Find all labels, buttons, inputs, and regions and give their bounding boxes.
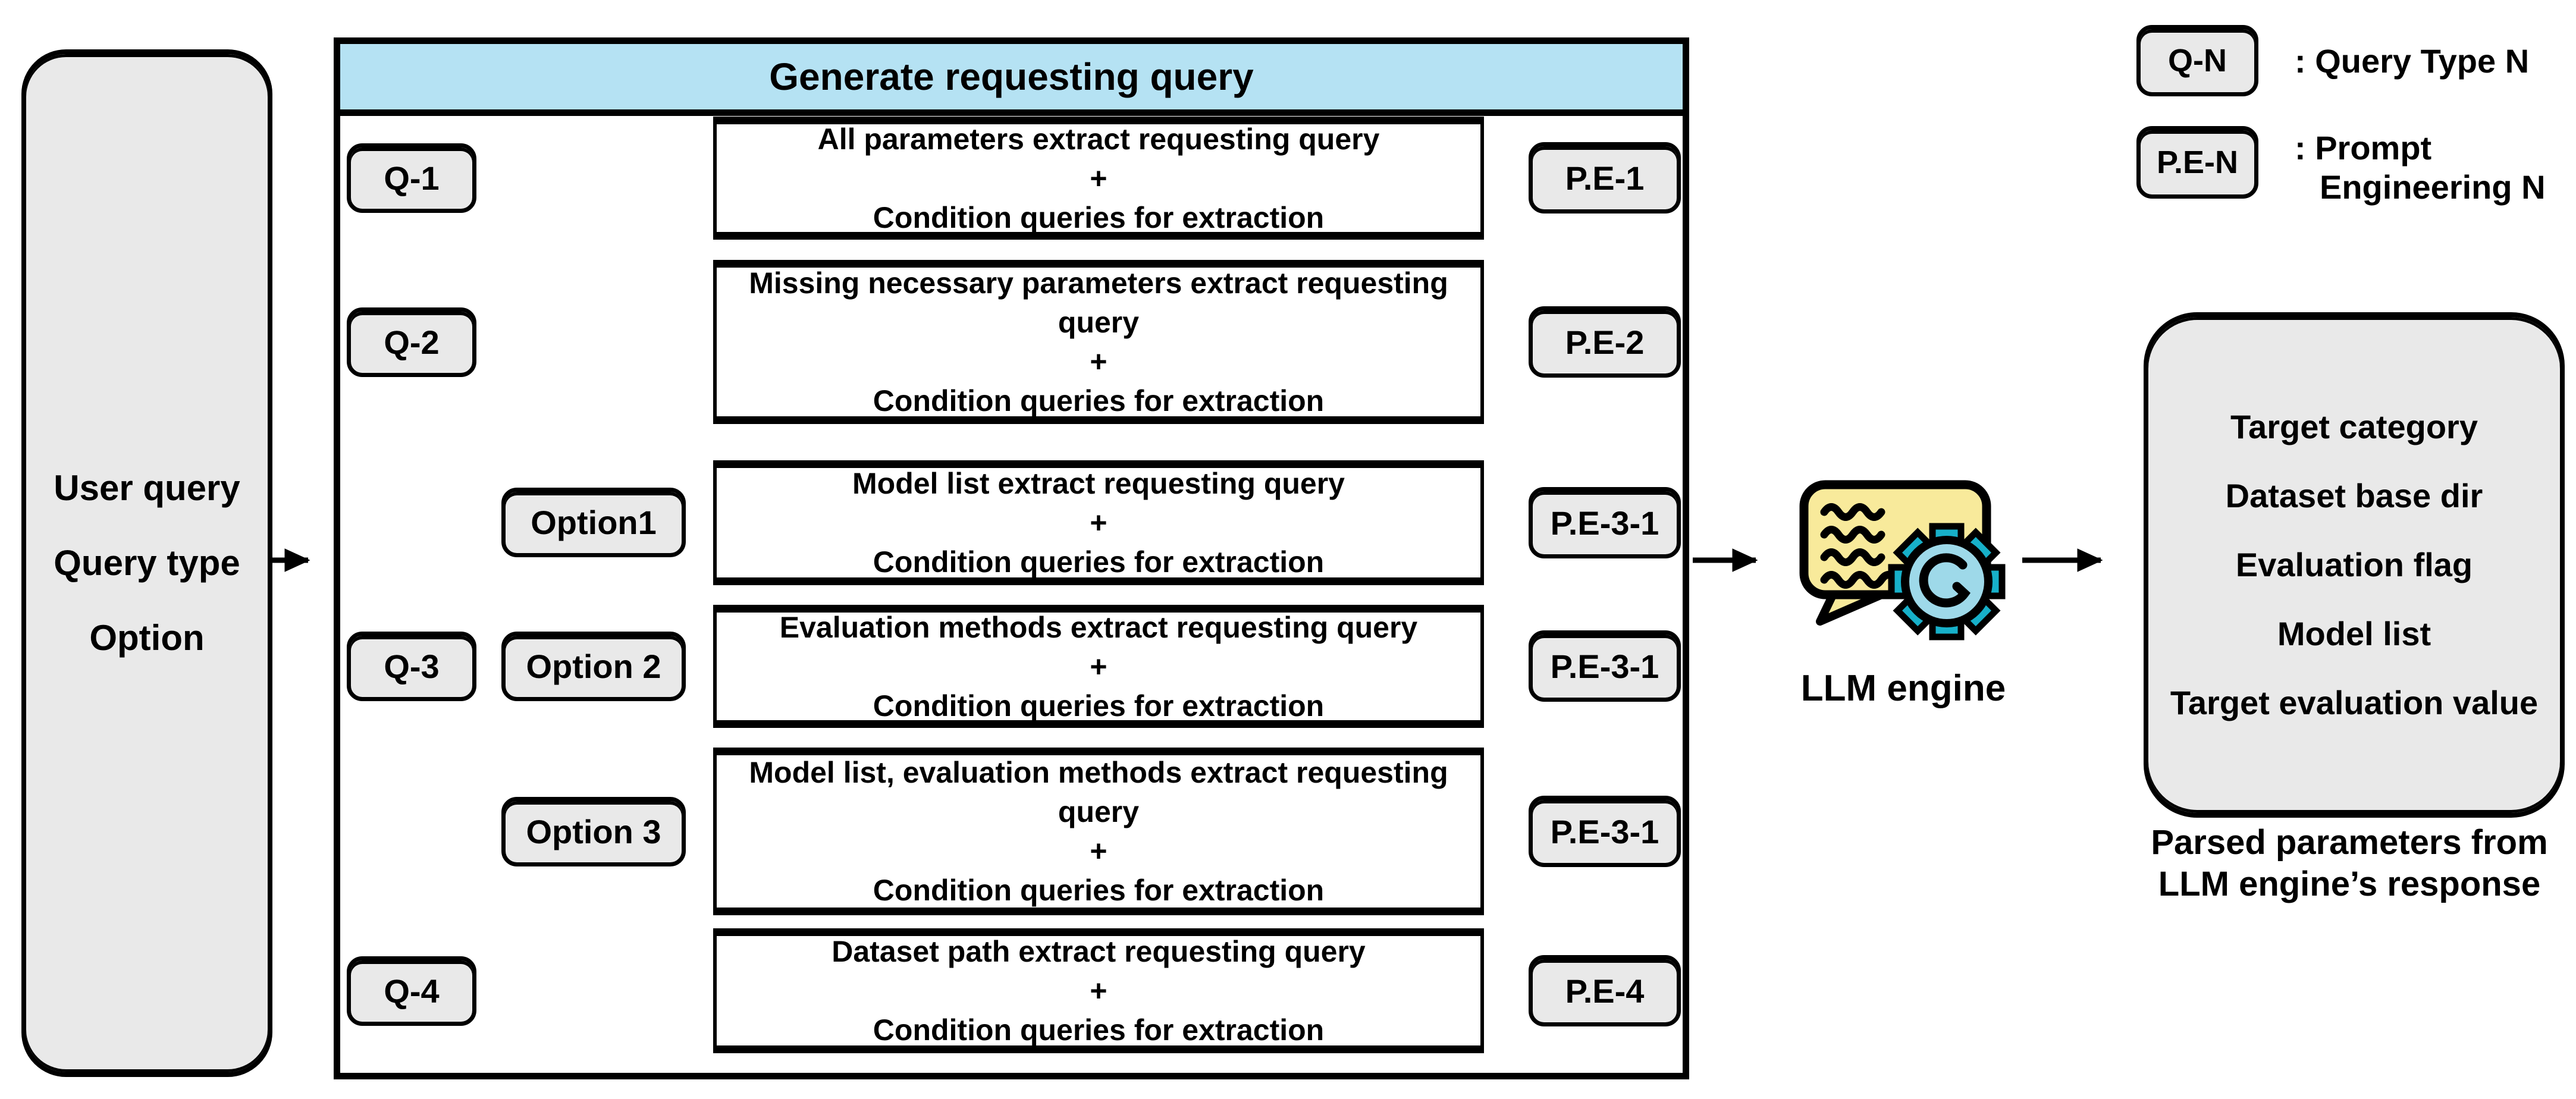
pe-badge-4: P.E-4	[1529, 955, 1681, 1026]
legend-pe-label: : Prompt Engineering N	[2295, 128, 2546, 207]
option-badge-1: Option1	[501, 488, 686, 557]
legend-q-label: : Query Type N	[2295, 42, 2530, 80]
prompt-line: +	[1090, 506, 1107, 539]
prompt-line: query	[1058, 795, 1140, 828]
pe-badge-2: P.E-2	[1529, 306, 1681, 378]
prompt-line: +	[1090, 834, 1107, 868]
pipeline-header: Generate requesting query	[340, 44, 1683, 116]
legend-pe-label-line2: Engineering N	[2320, 168, 2546, 206]
prompt-line: +	[1090, 161, 1107, 195]
query-badge-q1: Q-1	[347, 143, 476, 213]
query-badge-q4: Q-4	[347, 956, 476, 1026]
prompt-box-option1: Model list extract requesting query + Co…	[713, 460, 1484, 585]
input-item-query-type: Query type	[54, 543, 240, 583]
prompt-box-q4: Dataset path extract requesting query + …	[713, 928, 1484, 1053]
output-item-model-list: Model list	[2277, 615, 2431, 652]
gear-icon	[1888, 523, 2006, 640]
input-item-option: Option	[89, 618, 205, 658]
pe-badge-1: P.E-1	[1529, 142, 1681, 213]
prompt-line: Model list, evaluation methods extract r…	[749, 756, 1448, 789]
prompt-line: +	[1090, 974, 1107, 1007]
prompt-line: Evaluation methods extract requesting qu…	[779, 610, 1418, 644]
llm-engine-label: LLM engine	[1800, 668, 2006, 709]
pipeline-title: Generate requesting query	[769, 55, 1254, 98]
prompt-box-option2: Evaluation methods extract requesting qu…	[713, 605, 1484, 728]
output-caption: Parsed parameters from LLM engine’s resp…	[2106, 822, 2576, 905]
prompt-line: Condition queries for extraction	[873, 384, 1325, 417]
prompt-box-q2: Missing necessary parameters extract req…	[713, 260, 1484, 424]
output-item-target-category: Target category	[2230, 408, 2478, 445]
option-badge-3: Option 3	[501, 797, 686, 866]
output-item-target-evaluation-value: Target evaluation value	[2170, 684, 2539, 721]
prompt-line: +	[1090, 345, 1107, 378]
pe-badge-3-1c: P.E-3-1	[1529, 796, 1681, 867]
output-item-dataset-base-dir: Dataset base dir	[2225, 477, 2483, 514]
prompt-line: Model list extract requesting query	[852, 467, 1345, 500]
prompt-box-q1: All parameters extract requesting query …	[713, 117, 1484, 240]
option-badge-2: Option 2	[501, 632, 686, 701]
input-item-user-query: User query	[54, 468, 240, 508]
output-item-evaluation-flag: Evaluation flag	[2235, 546, 2473, 583]
query-badge-q3: Q-3	[347, 632, 476, 701]
prompt-line: Condition queries for extraction	[873, 1013, 1325, 1047]
query-badge-q2: Q-2	[347, 307, 476, 377]
output-caption-line1: Parsed parameters from	[2151, 823, 2548, 862]
prompt-line: Condition queries for extraction	[873, 689, 1325, 723]
output-box: Target category Dataset base dir Evaluat…	[2144, 312, 2565, 818]
legend-pe-label-line1: : Prompt	[2295, 129, 2432, 167]
legend-pe-badge: P.E-N	[2136, 126, 2258, 199]
output-caption-line2: LLM engine’s response	[2158, 865, 2541, 903]
pe-badge-3-1b: P.E-3-1	[1529, 630, 1681, 702]
prompt-line: Condition queries for extraction	[873, 200, 1325, 234]
prompt-line: query	[1058, 306, 1140, 339]
pe-badge-3-1a: P.E-3-1	[1529, 487, 1681, 558]
prompt-line: +	[1090, 649, 1107, 683]
input-box: User query Query type Option	[21, 49, 272, 1077]
legend-q-badge: Q-N	[2136, 25, 2258, 96]
prompt-line: All parameters extract requesting query	[817, 122, 1380, 156]
prompt-line: Condition queries for extraction	[873, 874, 1325, 907]
prompt-box-option3: Model list, evaluation methods extract r…	[713, 748, 1484, 915]
prompt-line: Missing necessary parameters extract req…	[749, 266, 1448, 300]
prompt-line: Condition queries for extraction	[873, 545, 1325, 579]
llm-engine-icon	[1784, 473, 2022, 714]
prompt-line: Dataset path extract requesting query	[832, 935, 1366, 968]
